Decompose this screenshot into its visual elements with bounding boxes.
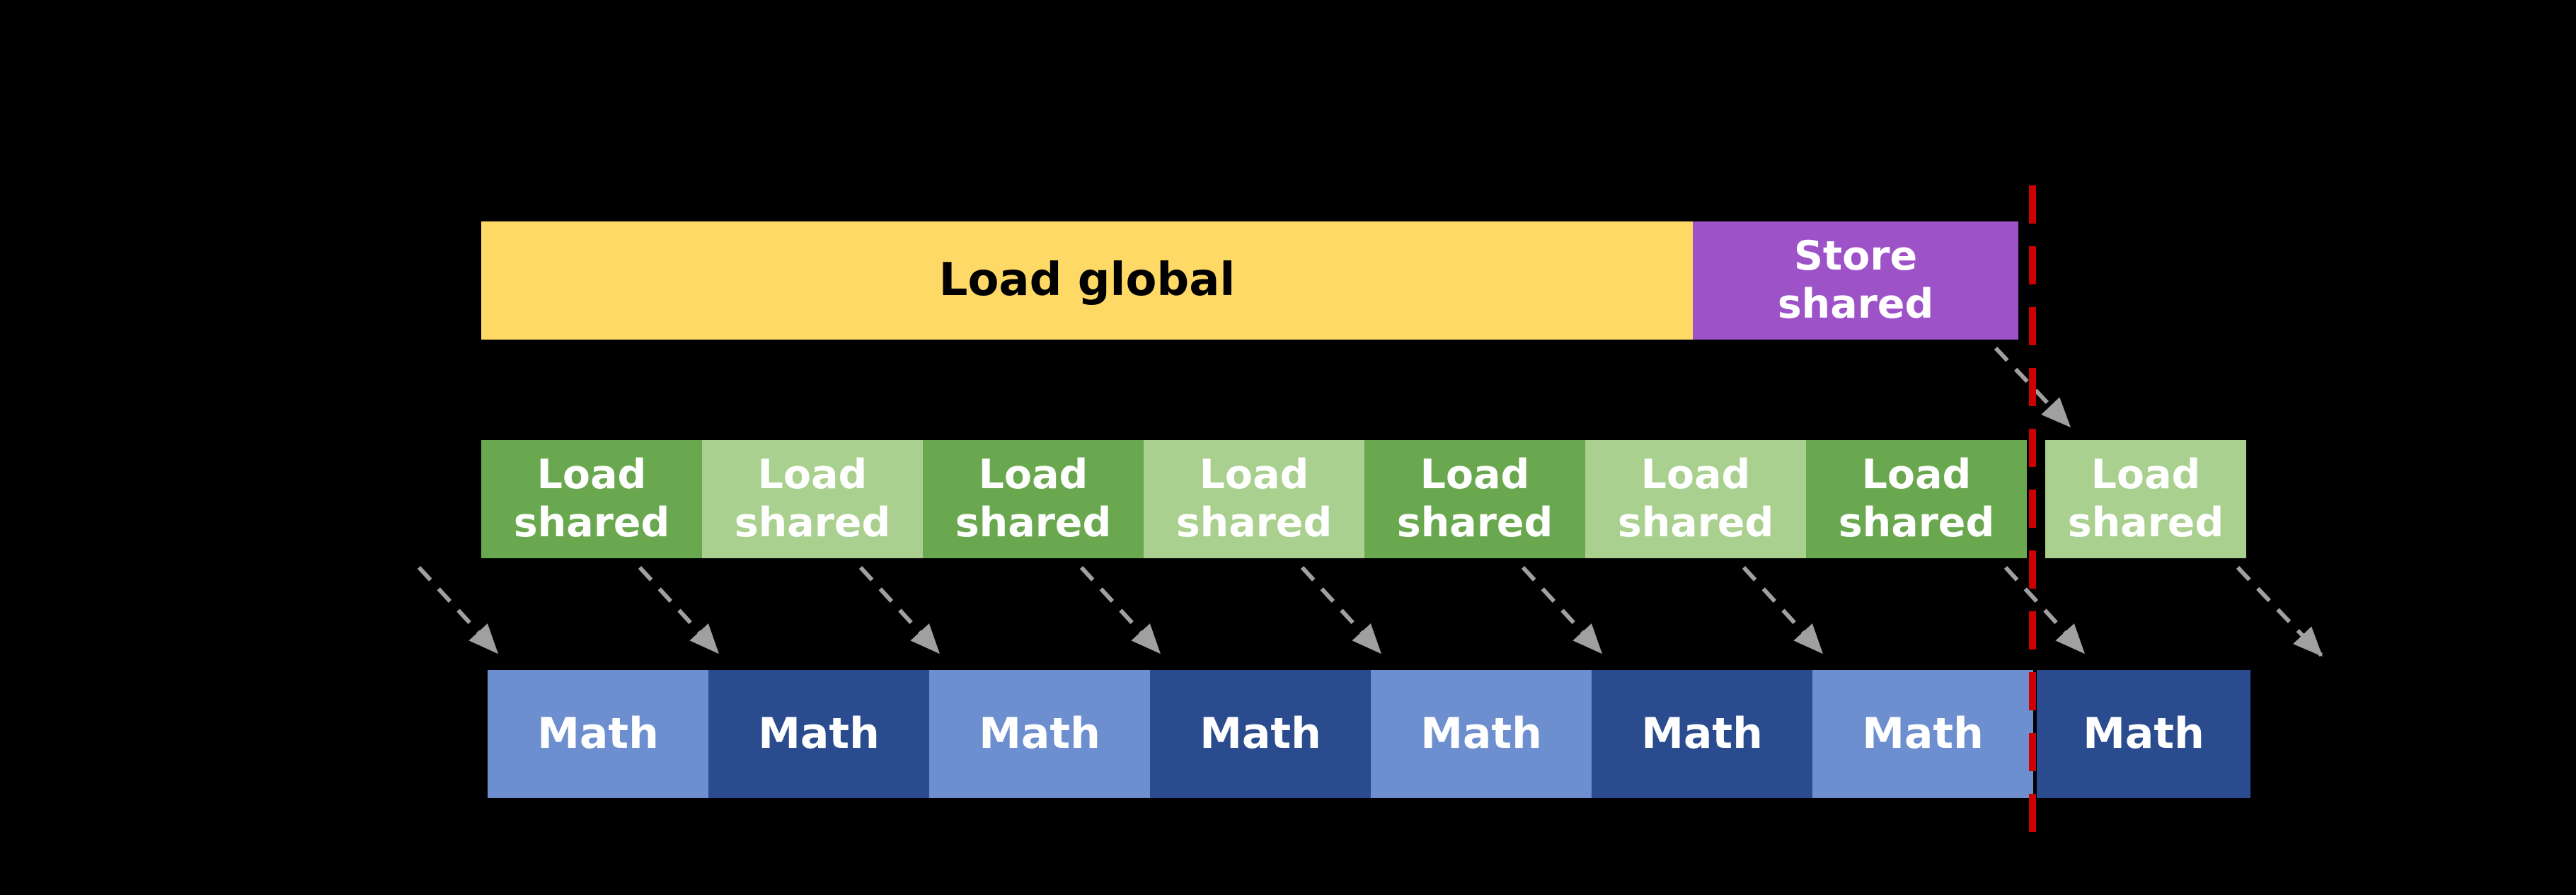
dependency-arrow-4 xyxy=(1079,565,1161,654)
load-shared-block-4: Load shared xyxy=(1144,440,1364,558)
load-shared-block-3: Load shared xyxy=(923,440,1144,558)
math-label: Math xyxy=(979,709,1100,759)
math-block-8: Math xyxy=(2037,670,2250,798)
load-shared-label: Load shared xyxy=(2067,451,2224,546)
math-label: Math xyxy=(1641,709,1763,759)
math-label: Math xyxy=(537,709,659,759)
store-to-load-arrow xyxy=(1994,346,2071,428)
load-shared-block-8: Load shared xyxy=(2045,440,2246,558)
math-label: Math xyxy=(758,709,880,759)
load-shared-label: Load shared xyxy=(734,451,891,546)
dependency-arrow-2 xyxy=(638,565,720,654)
math-block-6: Math xyxy=(1592,670,1812,798)
load-shared-label: Load shared xyxy=(1838,451,1995,546)
load-shared-label: Load shared xyxy=(513,451,670,546)
math-block-7: Math xyxy=(1812,670,2033,798)
math-block-4: Math xyxy=(1150,670,1371,798)
load-shared-label: Load shared xyxy=(955,451,1112,546)
load-shared-block-1: Load shared xyxy=(481,440,702,558)
load-shared-block-2: Load shared xyxy=(702,440,923,558)
load-global-block: Load global xyxy=(481,221,1693,340)
math-label: Math xyxy=(1862,709,1984,759)
dependency-arrow-3 xyxy=(858,565,941,654)
load-shared-label: Load shared xyxy=(1617,451,1774,546)
load-shared-block-5: Load shared xyxy=(1364,440,1585,558)
dependency-arrow-5 xyxy=(1300,565,1382,654)
load-global-label: Load global xyxy=(938,253,1236,306)
math-block-3: Math xyxy=(929,670,1150,798)
load-shared-block-7: Load shared xyxy=(1806,440,2027,558)
dependency-arrow-7 xyxy=(1742,565,1824,654)
load-shared-block-6: Load shared xyxy=(1585,440,1806,558)
load-shared-label: Load shared xyxy=(1396,451,1553,546)
math-label: Math xyxy=(1420,709,1542,759)
dependency-arrow-8 xyxy=(2003,565,2086,654)
math-block-1: Math xyxy=(488,670,708,798)
store-shared-label: Store shared xyxy=(1777,233,1934,328)
dependency-arrow-1 xyxy=(417,565,499,654)
dependency-arrow-9 xyxy=(2236,565,2323,657)
dependency-arrow-6 xyxy=(1521,565,1603,654)
math-block-5: Math xyxy=(1371,670,1592,798)
load-shared-label: Load shared xyxy=(1175,451,1333,546)
math-label: Math xyxy=(1200,709,1321,759)
math-label: Math xyxy=(2083,709,2204,759)
store-shared-block: Store shared xyxy=(1693,221,2018,340)
math-block-2: Math xyxy=(708,670,929,798)
